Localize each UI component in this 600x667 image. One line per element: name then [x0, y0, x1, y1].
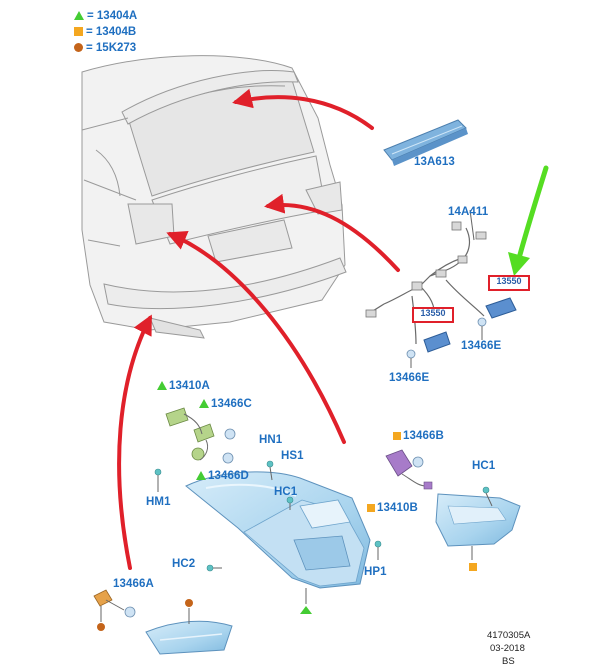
drawing-date: 03-2018: [490, 643, 525, 654]
socket-13466A: [93, 589, 190, 624]
bumper-reflector: [145, 620, 233, 655]
bulb-holder-13410B: [385, 449, 433, 490]
vehicle-rear-illustration: [81, 55, 347, 339]
callout-HN1: HN1: [259, 434, 283, 446]
bulbs-13466C-13466D: [222, 428, 236, 464]
callout-HC2: HC2: [172, 558, 196, 570]
legend-text: = 13404B: [86, 26, 137, 38]
orange-square-icon: [393, 432, 401, 440]
callout-HP1: HP1: [364, 566, 387, 578]
legend-text: = 13404A: [87, 10, 138, 22]
callout-13410B: 13410B: [367, 502, 418, 514]
green-arrowhead: [508, 252, 530, 276]
green-triangle-icon: [74, 11, 84, 20]
highlight-box-upper: 13550: [488, 275, 530, 291]
arrow-to-tail-lamp: [166, 231, 346, 444]
arrow-to-bumper-reflector: [117, 314, 152, 570]
arrow-to-tailgate-lamp: [264, 193, 400, 272]
green-highlight-arrow: [515, 165, 549, 265]
drawing-code: 4170305A: [487, 630, 531, 641]
green-triangle-icon: [199, 399, 209, 408]
callout-13410A: 13410A: [157, 380, 210, 392]
highlight-box-lower: 13550: [412, 307, 454, 323]
red-pointer-arrows: [117, 88, 400, 570]
green-triangle-icon: [196, 471, 206, 480]
drawing-region: BS: [502, 656, 515, 667]
wiring-harness: [367, 227, 485, 345]
callout-HC1-mid: HC1: [274, 486, 298, 498]
high-mount-stop-lamp: [383, 119, 468, 166]
tailgate-lamp-assembly: [435, 493, 521, 547]
orange-square-icon: [367, 504, 375, 512]
arrow-to-high-mount-lamp: [232, 88, 374, 130]
callout-13466B: 13466B: [393, 430, 444, 442]
callout-HM1: HM1: [146, 496, 171, 508]
callout-14A411: 14A411: [448, 206, 489, 218]
tail-lamp-assembly: [185, 471, 371, 589]
legend-text: = 15K273: [86, 42, 137, 54]
callout-13466E-left: 13466E: [389, 372, 430, 384]
legend-item-13404A: = 13404A: [74, 10, 137, 22]
harness-connectors: [365, 221, 487, 318]
brown-circle-icon: [74, 43, 83, 52]
callout-HS1: HS1: [281, 450, 304, 462]
callout-13466E-right: 13466E: [461, 340, 502, 352]
license-plate-lamp-right: [485, 297, 517, 319]
markers-in-diagram: [97, 563, 477, 631]
bulb-holders-13410A: [165, 407, 215, 461]
green-triangle-icon: [157, 381, 167, 390]
callout-13A613: 13A613: [414, 156, 455, 168]
callout-HC1-right: HC1: [472, 460, 496, 472]
legend-item-15K273: = 15K273: [74, 42, 136, 54]
callout-13466A: 13466A: [113, 578, 154, 590]
license-plate-lamp-left: [423, 331, 451, 353]
callout-13466C: 13466C: [199, 398, 252, 410]
legend-item-13404B: = 13404B: [74, 26, 136, 38]
callout-13466D: 13466D: [196, 470, 249, 482]
orange-square-icon: [74, 27, 83, 36]
